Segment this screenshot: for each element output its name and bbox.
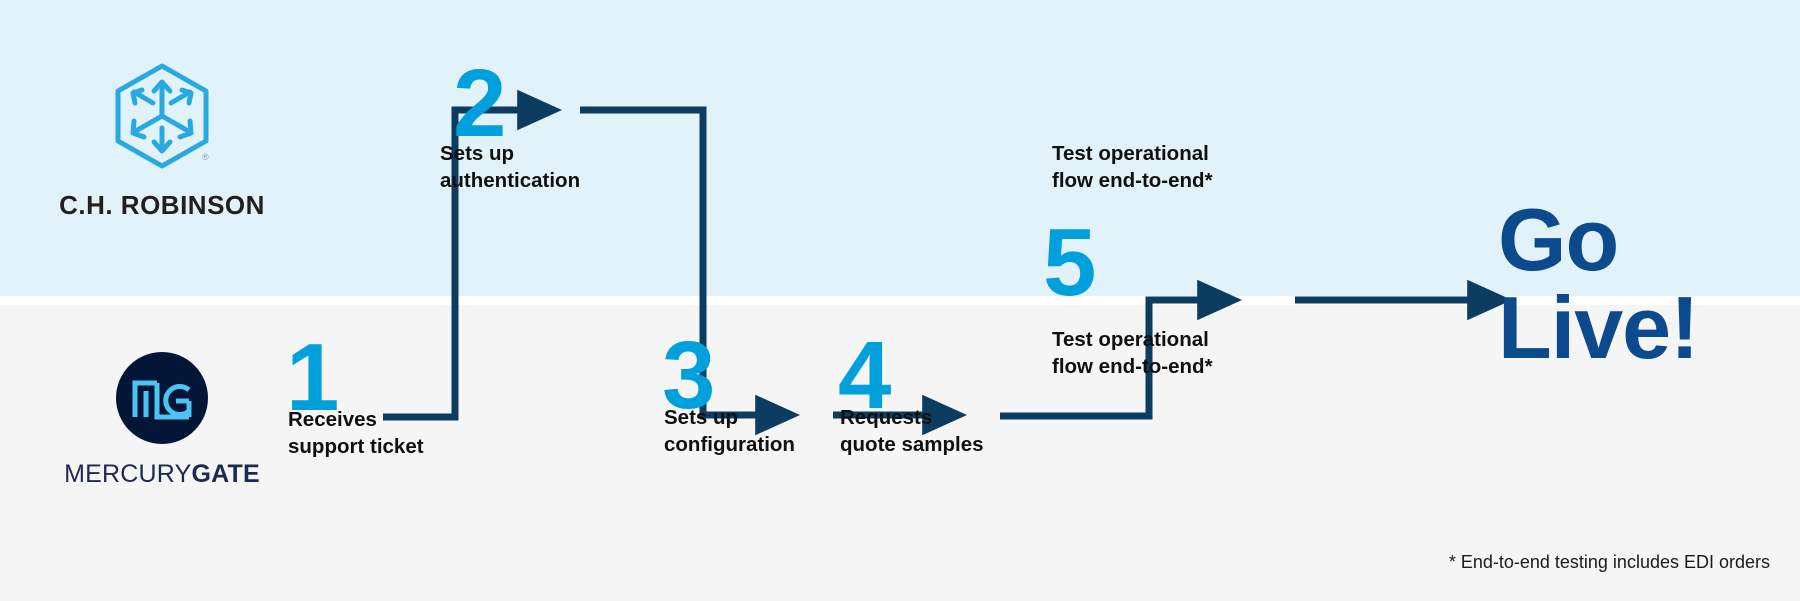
go-live-outcome: Go Live! [1498,190,1699,377]
mercurygate-wordmark: MERCURYGATE [22,460,302,489]
step-caption-4: Requests quote samples [840,406,984,456]
ch-robinson-wordmark: C.H. ROBINSON [59,190,265,220]
cube-arrows-hexagon-icon: ® [115,63,209,169]
step-number-4: 4 [838,322,892,429]
step-caption-3: Sets up configuration [664,406,795,456]
step-caption-5-bottom: Test operational flow end-to-end* [1052,328,1213,378]
footnote-text: * End-to-end testing includes EDI orders [1448,552,1770,572]
logo-mercurygate: MERCURYGATE [22,352,302,489]
step-number-3: 3 [662,322,716,429]
mercurygate-badge [116,352,208,444]
step-number-5: 5 [1043,209,1097,316]
step-number-1: 1 [286,324,340,431]
step-caption-2: Sets up authentication [440,142,581,192]
logo-ch-robinson: ® C.H. ROBINSON [22,62,302,221]
lane-band-bottom [0,305,1800,601]
mercurygate-monogram-icon [132,380,192,420]
lane-band-top [0,0,1800,296]
mercurygate-wordmark-light: MERCURY [64,460,192,488]
mercurygate-wordmark-bold: GATE [191,460,260,488]
svg-text:®: ® [202,152,209,162]
step-caption-1: Receives support ticket [288,408,424,458]
step-caption-5-top: Test operational flow end-to-end* [1052,142,1213,192]
step-number-2: 2 [453,50,507,157]
